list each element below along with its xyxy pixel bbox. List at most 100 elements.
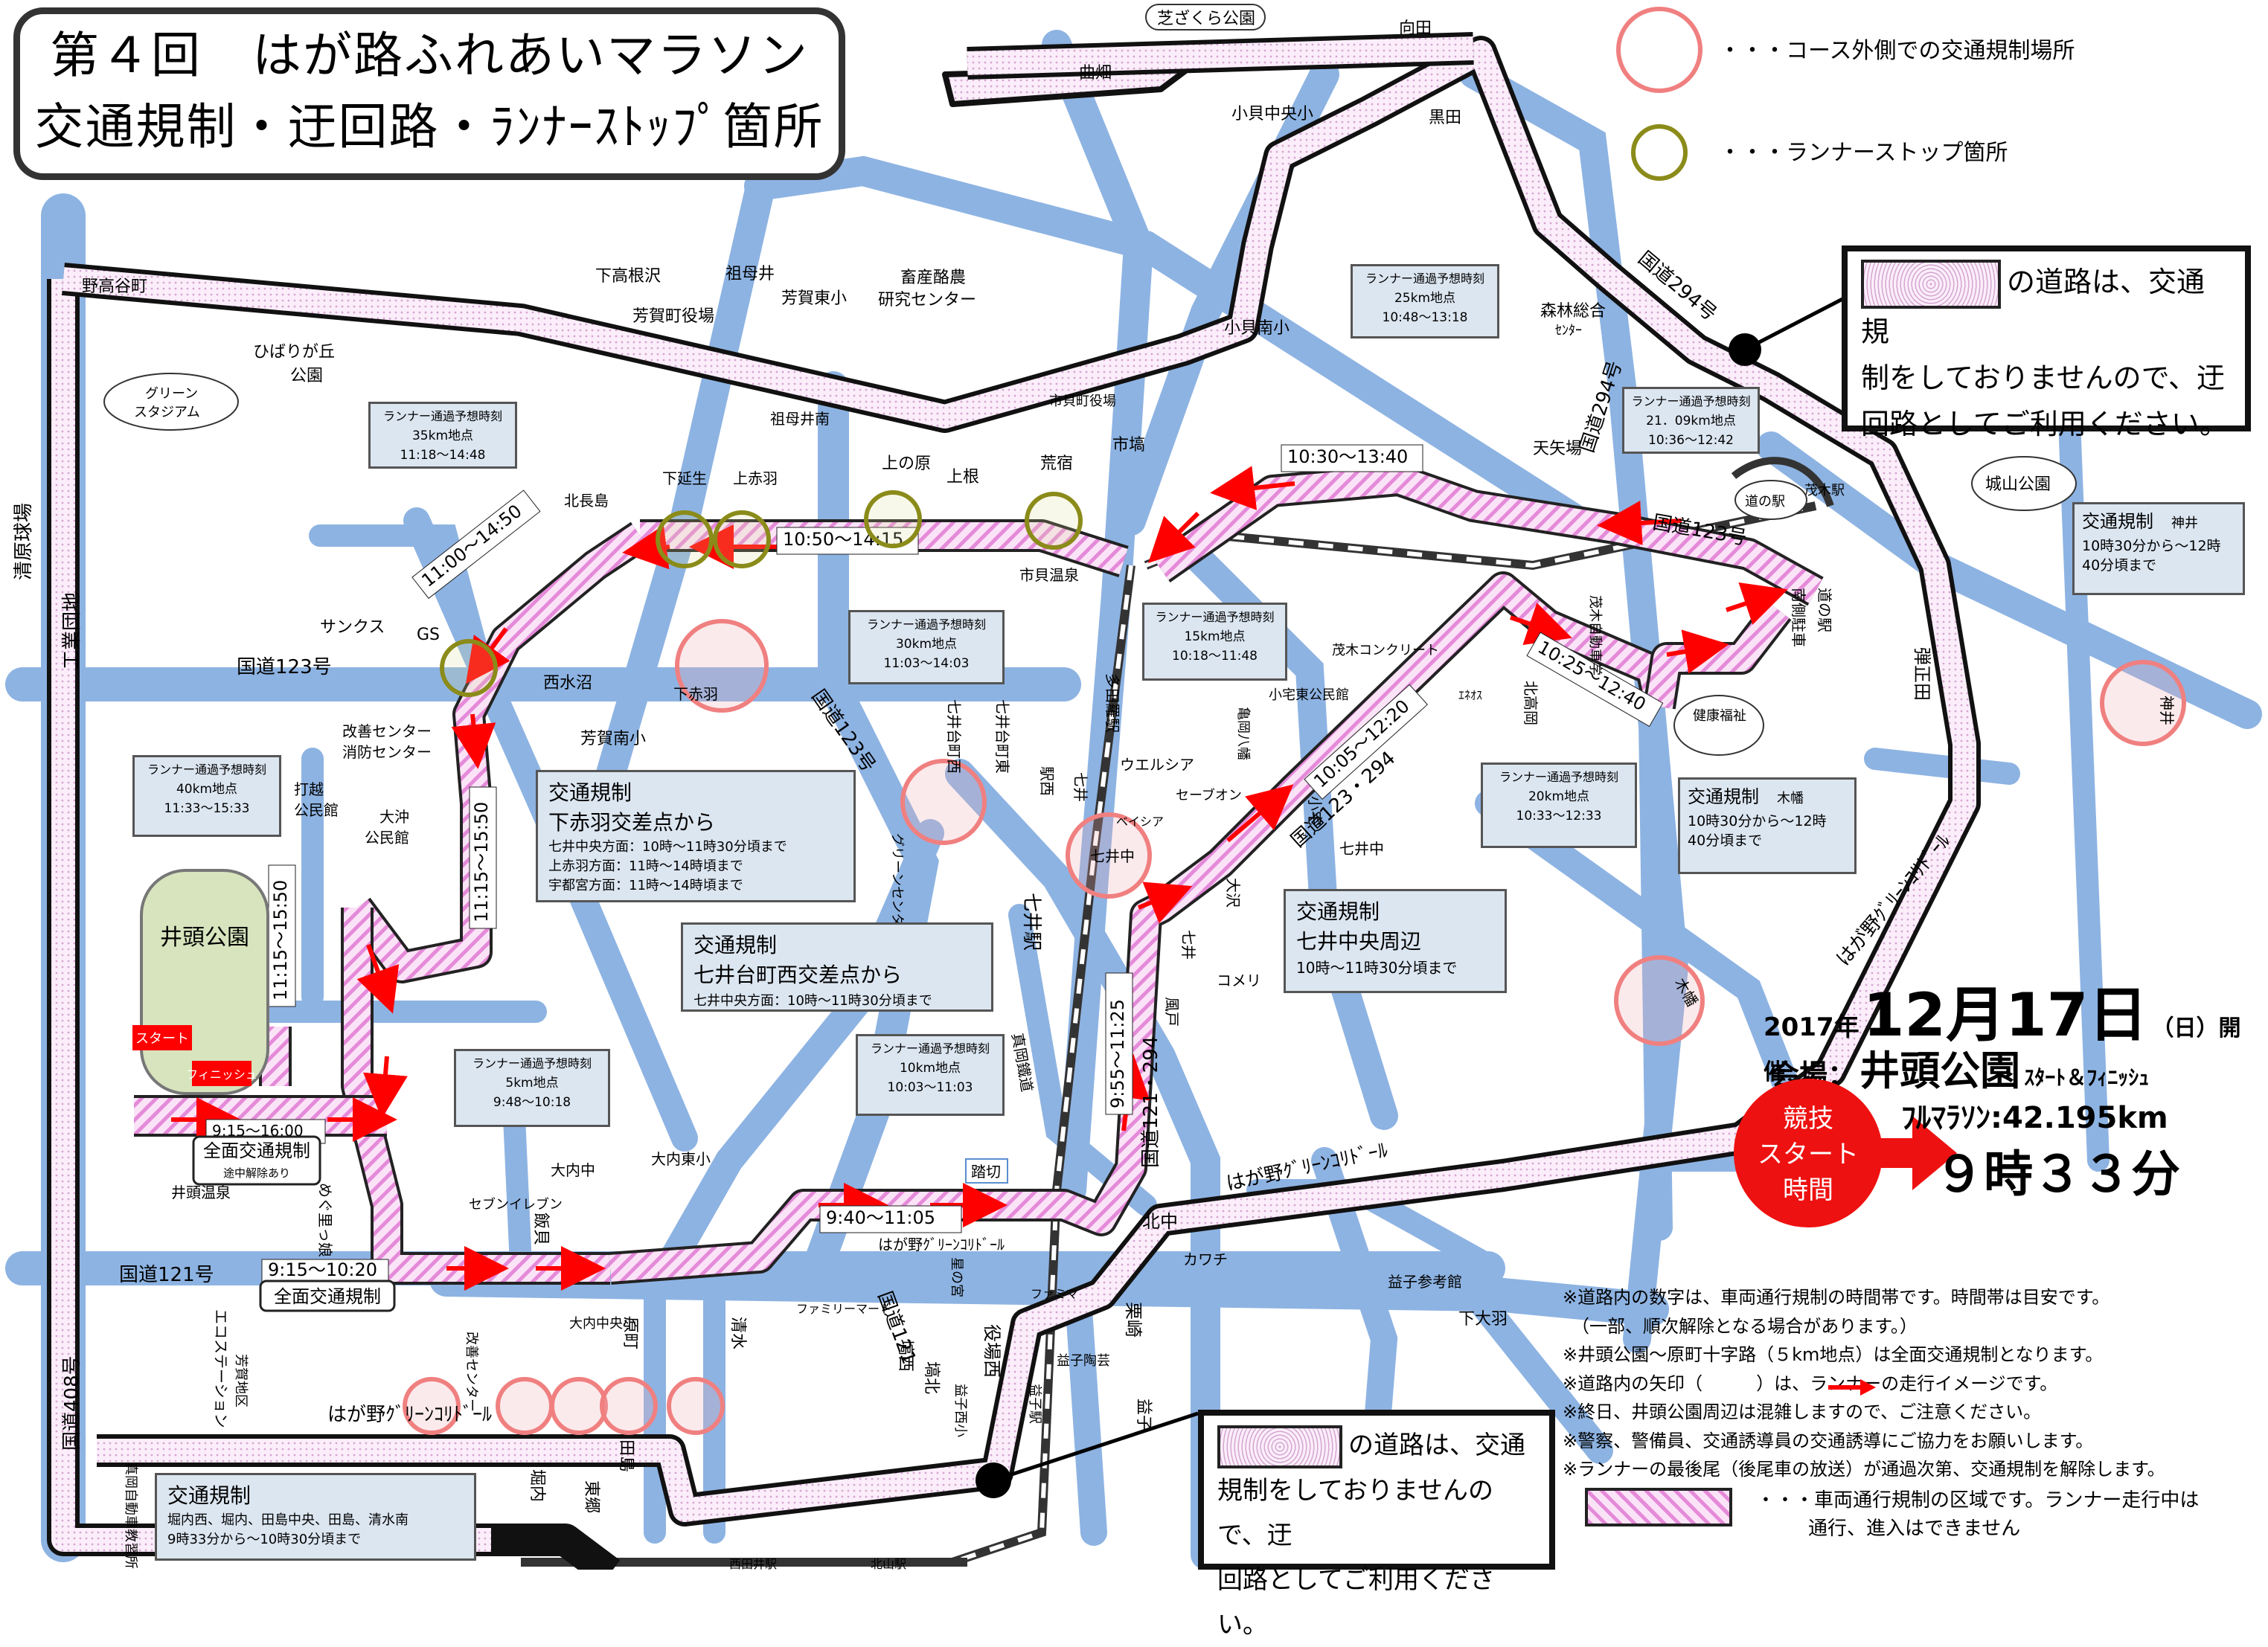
place-nishimizu: 西水沼 [543,674,592,693]
place-seven: セーブオン [1176,787,1242,803]
legend-traffic-control: ・・・コース外側での交通規制場所 [1719,38,2075,64]
place-chikusan2: 研究センター [878,291,976,309]
notice-top: の道路は、交通規 制をしておりませんので、迂 回路としてご利用ください。 [1842,245,2251,440]
place-famima: ファミマ [1031,1287,1078,1301]
place-nanai-chu: 七井中 [1090,847,1135,865]
reg-shimoakabane: 交通規制 下赤羽交差点から 七井中央方面：10時～11時30分頃まで 上赤羽方面… [536,770,856,902]
place-ecostation: エコステーション [212,1309,230,1428]
place-michinoeki: 道の駅 [1745,494,1785,510]
place-masuko-eki: 益子駅 [1027,1384,1042,1424]
place-familymart: ファミリーマート [796,1302,891,1316]
place-mogi: 茂木駅 [1804,483,1845,498]
place-shimizu: 清水 [728,1317,747,1349]
place-kaizen1: 改善センター [342,722,432,740]
place-yakuba-nishi: 役場西 [981,1324,1002,1378]
legend-icons [1616,7,1702,181]
place-kaizen-center: 改善センター [464,1332,479,1412]
regulated-swatch [1585,1488,1732,1526]
reg-nanaidai: 交通規制 七井台町西交差点から 七井中央方面：10時～11時30分頃まで [681,922,993,1012]
place-shinrin1: 森林総合 [1540,302,1606,321]
place-nanai2: 七井 [1179,930,1197,960]
place-nanai-eki: 七井駅 [1020,893,1042,951]
place-welcia: ウエルシア [1120,756,1194,774]
place-ohsawa: 大沢 [1224,878,1242,908]
place-masuko-nishi: 益子西小 [952,1384,968,1437]
place-tajima: 田島 [617,1439,635,1472]
place-oouchi: 大内中 [551,1161,595,1179]
start-time-badge: 競技スタート時間 [1734,1079,1883,1227]
place-nishitaii: 西田井駅 [729,1557,777,1570]
place-megurimusume: めぐ里っ娘 [316,1183,334,1257]
place-yumi: 弾正田 [1912,647,1932,701]
time-label: 11:15～15:50 [270,880,291,1001]
place-hanakita: 塙北 [922,1361,941,1394]
place-kurisaki: 栗崎 [1123,1302,1144,1338]
event-date: 2017年 12月17日 （日）開催 [1764,980,2241,1085]
road-greencorr1: はが野ｸﾞﾘｰﾝｺﾘﾄﾞｰﾙ [327,1404,492,1426]
time-label: 9:15～10:20 [268,1259,377,1280]
place-motegi-car: 茂木自動車学 [1587,595,1603,675]
place-kitakouoka: 北高岡 [1522,681,1540,725]
note-line: ※道路内の矢印（ ）は、ランナーの走行イメージです。 [1563,1372,2058,1394]
road-r123a: 国道123号 [237,656,332,678]
place-minami-parking: 南側駐車 [1790,588,1807,647]
time-label: 9:40～11:05 [826,1207,935,1228]
place-kaizen2: 消防センター [342,743,432,761]
place-kamiakabane: 上赤羽 [733,469,778,487]
place-kotake: 小宅東公民館 [1269,687,1349,703]
place-ooki2: 公民館 [365,829,409,847]
time-label: 10:30～13:40 [1287,446,1408,467]
place-nanaichuu2: 七井中 [1339,840,1384,858]
place-masuko-gourin: 益子陶芸 [1057,1353,1110,1369]
place-shibazakura: 芝ざくら公園 [1157,9,1255,28]
note-line: ※道路内の数字は、車両通行規制の時間帯です。時間帯は目安です。 [1563,1287,2110,1308]
reg-nanai-chuo: 交通規制 七井中央周辺 10時～11時30分頃まで [1284,889,1507,993]
page-title: 第４回 はが路ふれあいマラソン [50,27,809,84]
place-kitanaka: 北中 [1142,1211,1178,1232]
note-line: ※ランナーの最後尾（後尾車の放送）が通過次第、交通規制を解除します。 [1563,1459,2165,1480]
place-nanaidai: 七井台町西 [945,699,963,774]
note-line: ※警察、警備員、交通誘導員の交通誘導にご協力をお願いします。 [1563,1430,2094,1451]
place-shinrin2: ｾﾝﾀｰ [1555,323,1582,338]
place-shiyakusho: 市貝町役場 [1049,394,1116,409]
place-chikusan1: 畜産酪農 [900,269,966,287]
place-ichihana: 市塙 [1112,436,1145,455]
place-green2: スタジアム [134,405,200,420]
park: 井頭公園 スタート フィニッシュ [132,869,269,1095]
road-kogyo: 工業団地 [61,592,83,670]
place-seven-eleven: セブンイレブン [469,1196,563,1213]
place-hibari2: 公園 [290,367,323,385]
traffic-control-legend-icon [1616,7,1702,93]
traffic-control-circles [403,619,2186,1435]
place-michinoeki2: 道の駅 [1816,588,1833,632]
place-kenko: 健康福祉 [1693,708,1746,724]
place-masuko-sankou: 益子参考館 [1388,1273,1462,1291]
full-control-a: 全面交通規制 [203,1140,310,1161]
place-ibuki: 井頭温泉 [171,1184,231,1201]
place-tada: 多田羅駅 [1103,673,1121,733]
place-ekinishi: 駅西 [1038,766,1056,796]
place-kameoka: 亀岡八幡 [1235,707,1251,760]
park-name: 井頭公園 [160,925,249,951]
place-haga-higashi: 芳賀東小 [781,289,847,308]
unregulated-swatch-2 [1217,1425,1342,1468]
place-shimoenobu: 下延生 [662,469,707,487]
legend-runner-stop: ・・・ランナーストップ箇所 [1719,140,2008,166]
place-shiroyama: 城山公園 [1985,475,2051,494]
unregulated-swatch [1861,259,2001,309]
place-nanai: 七井 [1071,772,1089,802]
full-control-a-sub: 途中解除あり [223,1166,290,1180]
finish-label: フィニッシュ [186,1068,257,1082]
road-r121b: 国道121・294 [1140,1036,1162,1168]
place-green-center: グリーンセンター [889,833,905,940]
reg-kamii: 交通規制 神井 10時30分から～12時 40分頃まで [2072,502,2245,595]
place-komeri: コメリ [1217,972,1261,989]
runner-stop-circles [440,490,1083,697]
place-gs: GS [417,626,440,644]
